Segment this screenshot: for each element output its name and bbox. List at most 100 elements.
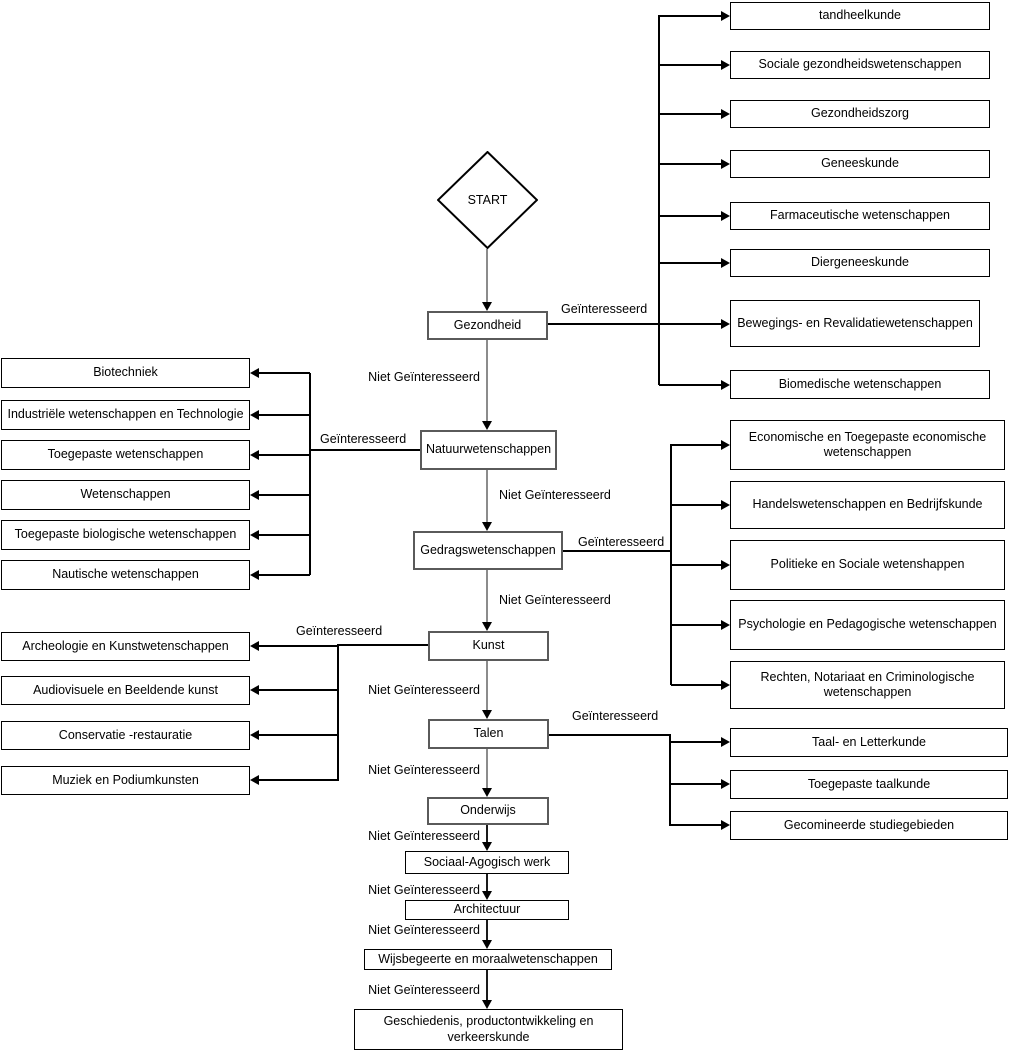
decision-gezondheid: Gezondheid <box>427 311 548 340</box>
arrowhead-down <box>482 302 492 311</box>
connector-line <box>259 414 310 416</box>
connector-line <box>659 215 721 217</box>
arrowhead-left <box>250 368 259 378</box>
outcome-diergeneeskunde: Diergeneeskunde <box>730 249 990 277</box>
connector-line <box>259 734 338 736</box>
arrowhead-right <box>721 258 730 268</box>
connector-line <box>337 644 339 781</box>
connector-line <box>659 384 721 386</box>
outcome-gecomineerde-studiegebieden: Gecomineerde studiegebieden <box>730 811 1008 840</box>
outcome-rechten-notariaat-criminologie: Rechten, Notariaat en Criminologische we… <box>730 661 1005 709</box>
connector-line <box>259 645 338 647</box>
arrowhead-down <box>482 842 492 851</box>
outcome-wetenschappen: Wetenschappen <box>1 480 250 510</box>
outcome-conservatie-restauratie: Conservatie -restauratie <box>1 721 250 750</box>
connector-line <box>486 340 488 421</box>
start-node: START <box>437 151 538 249</box>
connector-line <box>671 824 721 826</box>
edge-label-not-interested: Niet Geïnteresseerd <box>368 370 480 384</box>
edge-label-not-interested: Niet Geïnteresseerd <box>368 923 480 937</box>
connector-line <box>486 919 488 940</box>
connector-line <box>338 644 428 646</box>
outcome-industriele-wetenschappen-en-technologie: Industriële wetenschappen en Technologie <box>1 400 250 430</box>
decision-talen: Talen <box>428 719 549 749</box>
outcome-nautische-wetenschappen: Nautische wetenschappen <box>1 560 250 590</box>
connector-line <box>259 494 310 496</box>
connector-line <box>671 783 721 785</box>
arrowhead-right <box>721 109 730 119</box>
outcome-audiovisuele-en-beeldende-kunst: Audiovisuele en Beeldende kunst <box>1 676 250 705</box>
arrowhead-down <box>482 622 492 631</box>
connector-line <box>310 449 420 451</box>
decision-onderwijs: Onderwijs <box>427 797 549 825</box>
outcome-tandheelkunde: tandheelkunde <box>730 2 990 30</box>
connector-line <box>259 574 310 576</box>
connector-line <box>671 684 721 686</box>
connector-line <box>659 113 721 115</box>
connector-line <box>549 734 671 736</box>
arrowhead-right <box>721 779 730 789</box>
connector-line <box>659 64 721 66</box>
arrowhead-right <box>721 440 730 450</box>
connector-line <box>548 323 721 325</box>
arrowhead-down <box>482 940 492 949</box>
arrowhead-right <box>721 620 730 630</box>
outcome-handelswetenschappen: Handelswetenschappen en Bedrijfskunde <box>730 481 1005 529</box>
connector-line <box>259 454 310 456</box>
decision-sociaal-agogisch-werk: Sociaal-Agogisch werk <box>405 851 569 874</box>
edge-label-not-interested: Niet Geïnteresseerd <box>368 763 480 777</box>
decision-natuurwetenschappen: Natuurwetenschappen <box>420 430 557 470</box>
decision-kunst: Kunst <box>428 631 549 661</box>
arrowhead-left <box>250 530 259 540</box>
outcome-biotechniek: Biotechniek <box>1 358 250 388</box>
arrowhead-right <box>721 211 730 221</box>
connector-line <box>309 373 311 575</box>
edge-label-not-interested: Niet Geïnteresseerd <box>499 488 611 502</box>
arrowhead-down <box>482 421 492 430</box>
arrowhead-right <box>721 500 730 510</box>
connector-line <box>259 779 338 781</box>
connector-line <box>659 15 721 17</box>
edge-label-not-interested: Niet Geïnteresseerd <box>368 983 480 997</box>
outcome-economische-wetenschappen: Economische en Toegepaste economische we… <box>730 420 1005 470</box>
arrowhead-left <box>250 641 259 651</box>
outcome-gezondheidszorg: Gezondheidszorg <box>730 100 990 128</box>
connector-line <box>486 661 488 710</box>
start-diamond-shape <box>437 151 538 249</box>
terminal-geschiedenis: Geschiedenis, productontwikkeling en ver… <box>354 1009 623 1050</box>
arrowhead-right <box>721 159 730 169</box>
arrowhead-right <box>721 680 730 690</box>
connector-line <box>670 444 672 685</box>
connector-line <box>659 262 721 264</box>
outcome-farmaceutische-wetenschappen: Farmaceutische wetenschappen <box>730 202 990 230</box>
outcome-geneeskunde: Geneeskunde <box>730 150 990 178</box>
outcome-sociale-gezondheidswetenschappen: Sociale gezondheidswetenschappen <box>730 51 990 79</box>
arrowhead-down <box>482 788 492 797</box>
connector-line <box>486 570 488 622</box>
arrowhead-left <box>250 730 259 740</box>
arrowhead-right <box>721 737 730 747</box>
edge-label-interested: Geïnteresseerd <box>561 302 648 316</box>
connector-line <box>671 504 721 506</box>
connector-line <box>671 564 721 566</box>
connector-line <box>669 734 671 826</box>
arrowhead-right <box>721 11 730 21</box>
arrowhead-left <box>250 570 259 580</box>
connector-line <box>671 741 721 743</box>
outcome-toegepaste-wetenschappen: Toegepaste wetenschappen <box>1 440 250 470</box>
connector-line <box>486 470 488 522</box>
connector-line <box>563 550 671 552</box>
connector-line <box>659 163 721 165</box>
outcome-taal-en-letterkunde: Taal- en Letterkunde <box>730 728 1008 757</box>
connector-line <box>486 749 488 788</box>
outcome-toegepaste-taalkunde: Toegepaste taalkunde <box>730 770 1008 799</box>
connector-line <box>486 825 488 842</box>
connector-line <box>486 874 488 891</box>
outcome-psychologie-en-pedagogische-wetenschappen: Psychologie en Pedagogische wetenschappe… <box>730 600 1005 650</box>
connector-line <box>671 624 721 626</box>
arrowhead-right <box>721 560 730 570</box>
edge-label-not-interested: Niet Geïnteresseerd <box>499 593 611 607</box>
connector-line <box>259 534 310 536</box>
arrowhead-left <box>250 775 259 785</box>
edge-label-interested: Geïnteresseerd <box>578 535 665 549</box>
